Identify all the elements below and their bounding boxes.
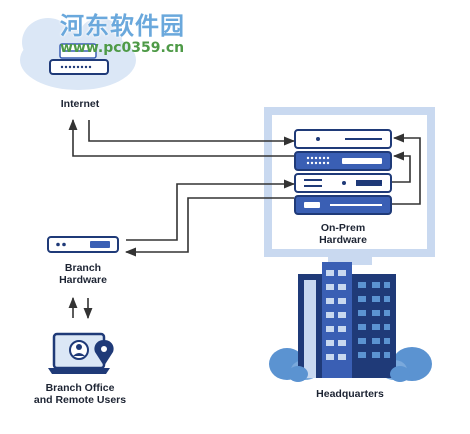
internet-cloud-icon [20, 18, 136, 90]
on-prem-label: On-Prem Hardware [295, 222, 391, 246]
arrow-rack-loop-outer [392, 133, 421, 205]
arrow-onprem-to-branch [124, 197, 294, 257]
branch-hardware-label: Branch Hardware [33, 262, 133, 286]
on-prem-label-line2: Hardware [319, 234, 367, 246]
branch-hardware-icon [47, 236, 119, 253]
internet-label: Internet [30, 98, 130, 110]
watermark-site-name: 河东软件园 [60, 12, 185, 40]
laptop-user-icon [48, 332, 110, 374]
server-rack-icon [294, 129, 392, 215]
arrow-onprem-to-internet [68, 118, 294, 157]
arrow-internet-to-onprem [88, 120, 296, 146]
watermark-site-url: www.pc0359.cn [60, 40, 185, 56]
headquarters-label-text: Headquarters [316, 388, 384, 400]
on-prem-label-line1: On-Prem [320, 222, 366, 234]
headquarters-building-icon [269, 262, 432, 382]
branch-label-line1: Branch [64, 262, 102, 274]
branch-users-label: Branch Office and Remote Users [20, 382, 140, 406]
internet-label-text: Internet [60, 98, 100, 110]
users-label-line1: Branch Office [45, 382, 115, 394]
headquarters-label: Headquarters [300, 388, 400, 400]
users-label-line2: and Remote Users [33, 394, 127, 406]
branch-label-line2: Hardware [59, 274, 107, 286]
arrow-branch-to-onprem [126, 179, 296, 241]
arrow-rack-loop-inner [392, 151, 411, 183]
location-pin-icon [94, 340, 114, 366]
connector-arrows [68, 118, 421, 320]
